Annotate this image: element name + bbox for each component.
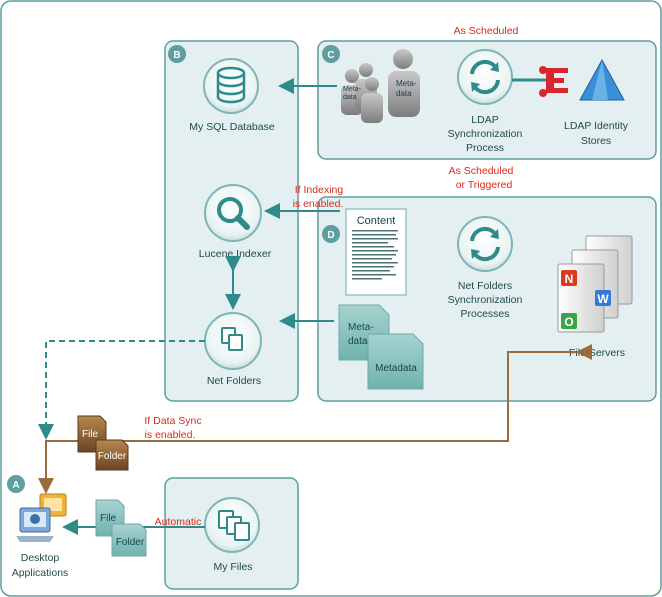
content-text-lines (352, 230, 398, 280)
svg-text:Meta-: Meta- (348, 322, 374, 333)
svg-text:B: B (173, 50, 180, 61)
sync-icon (470, 59, 500, 95)
svg-text:File: File (82, 429, 99, 440)
desktop-label-2: Applications (12, 567, 69, 579)
automatic-label: Automatic (155, 516, 202, 528)
desktop-icon (16, 493, 67, 542)
content-document: Content (345, 208, 407, 296)
magnifier-icon (217, 197, 250, 230)
svg-text:A: A (12, 480, 19, 491)
my-files-node (204, 497, 260, 553)
ldap-sync-node (457, 49, 513, 105)
users-icon: Meta- data Meta- data (341, 49, 420, 123)
svg-text:Folder: Folder (98, 451, 127, 462)
users-meta-small: Meta- (343, 86, 362, 93)
if-datasync-label-2: is enabled. (145, 429, 196, 441)
users-meta-small2: data (343, 94, 357, 101)
content-title: Content (357, 215, 396, 227)
nf-sync-label-2: Synchronization (448, 294, 523, 306)
ldap-sync-label-1: LDAP (471, 114, 498, 126)
my-files-label: My Files (213, 561, 252, 573)
netfolders-to-desktop-connector (38, 340, 205, 440)
nf-sync-label-1: Net Folders (458, 280, 512, 292)
server-icon: N W O (557, 235, 633, 333)
mysql-node (203, 58, 259, 114)
ldap-stores-label-2: Stores (581, 135, 611, 147)
directory-icon (539, 58, 625, 101)
if-indexing-label-1: If Indexing (295, 184, 344, 196)
server-letter-o: O (564, 315, 573, 329)
ldap-sync-label-3: Process (466, 142, 504, 154)
users-meta-big2: data (396, 89, 412, 98)
net-folders-label: Net Folders (207, 375, 261, 387)
net-folders-node (204, 312, 262, 370)
data-sync-connector (38, 344, 592, 494)
nf-sync-label-3: Processes (460, 308, 509, 320)
if-datasync-label-1: If Data Sync (144, 415, 201, 427)
mysql-label: My SQL Database (189, 121, 275, 133)
automatic-file-folder: File Folder (95, 499, 147, 557)
svg-text:D: D (327, 230, 334, 241)
desktop-label-1: Desktop (21, 552, 60, 564)
svg-text:Folder: Folder (116, 537, 145, 548)
as-scheduled-or-label-2: or Triggered (456, 179, 513, 191)
datasync-file-folder: File Folder (77, 415, 129, 471)
lucene-node (204, 184, 262, 242)
badge-c: C (322, 45, 340, 63)
badge-a: A (7, 475, 25, 493)
users-meta-big: Meta- (396, 79, 417, 88)
files-icon (218, 510, 250, 541)
badge-b: B (168, 45, 186, 63)
sync-icon (470, 226, 500, 262)
as-scheduled-or-label-1: As Scheduled (449, 165, 514, 177)
ldap-sync-label-2: Synchronization (448, 128, 523, 140)
svg-text:C: C (327, 50, 334, 61)
as-scheduled-label: As Scheduled (454, 25, 519, 37)
svg-text:File: File (100, 513, 117, 524)
server-letter-w: W (597, 292, 609, 306)
badge-d: D (322, 225, 340, 243)
nf-sync-node (457, 216, 513, 272)
lucene-label: Lucene Indexer (199, 248, 272, 260)
if-indexing-label-2: is enabled. (293, 198, 344, 210)
svg-text:Metadata: Metadata (375, 363, 417, 374)
svg-text:data: data (348, 336, 368, 347)
database-icon (216, 66, 246, 104)
server-letter-n: N (565, 272, 574, 286)
ldap-stores-label-1: LDAP Identity (564, 120, 629, 132)
